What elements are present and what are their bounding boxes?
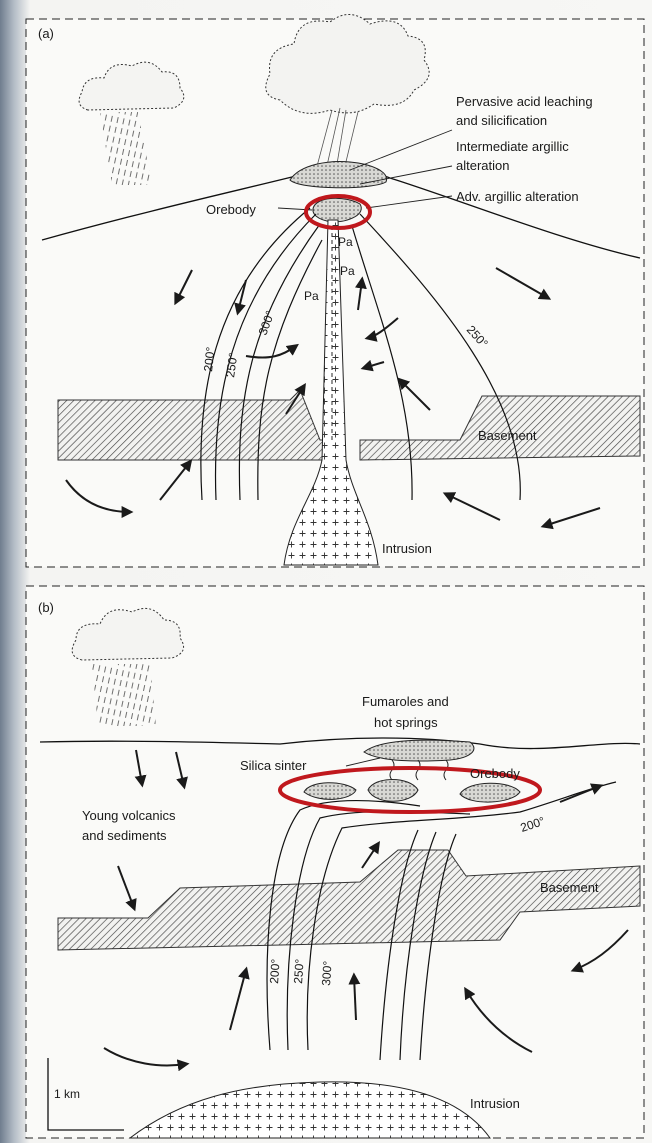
isotherm-label-200-a: 200° — [201, 346, 218, 372]
panel-a: (a) — [26, 14, 644, 567]
label-silica-sinter: Silica sinter — [240, 758, 307, 773]
label-young-2: and sediments — [82, 828, 167, 843]
label-pa-2: Pa — [340, 264, 355, 278]
label-fumaroles-1: Fumaroles and — [362, 694, 449, 709]
label-pa-1: Pa — [338, 235, 353, 249]
label-pa-3: Pa — [304, 289, 319, 303]
label-adv-argillic: Adv. argillic alteration — [456, 189, 579, 204]
isotherm-label-300-b: 300° — [319, 960, 335, 986]
label-orebody-b: Orebody — [470, 766, 520, 781]
label-intermediate-2: alteration — [456, 158, 509, 173]
panel-b-label: (b) — [38, 600, 54, 615]
label-pervasive-1: Pervasive acid leaching — [456, 94, 593, 109]
scale-label: 1 km — [54, 1087, 80, 1101]
basement-left — [58, 390, 330, 460]
label-intrusion-a: Intrusion — [382, 541, 432, 556]
label-intrusion-b: Intrusion — [470, 1096, 520, 1111]
label-young-1: Young volcanics — [82, 808, 176, 823]
panel-b: (b) — [26, 586, 644, 1138]
panel-a-label: (a) — [38, 26, 54, 41]
label-pervasive-2: and silicification — [456, 113, 547, 128]
isotherm-label-200-b: 200° — [267, 958, 283, 984]
label-basement-b: Basement — [540, 880, 599, 895]
label-fumaroles-2: hot springs — [374, 715, 438, 730]
label-basement-a: Basement — [478, 428, 537, 443]
isotherm-label-250-b: 250° — [291, 958, 307, 984]
label-orebody-a: Orebody — [206, 202, 256, 217]
label-intermediate-1: Intermediate argillic — [456, 139, 569, 154]
